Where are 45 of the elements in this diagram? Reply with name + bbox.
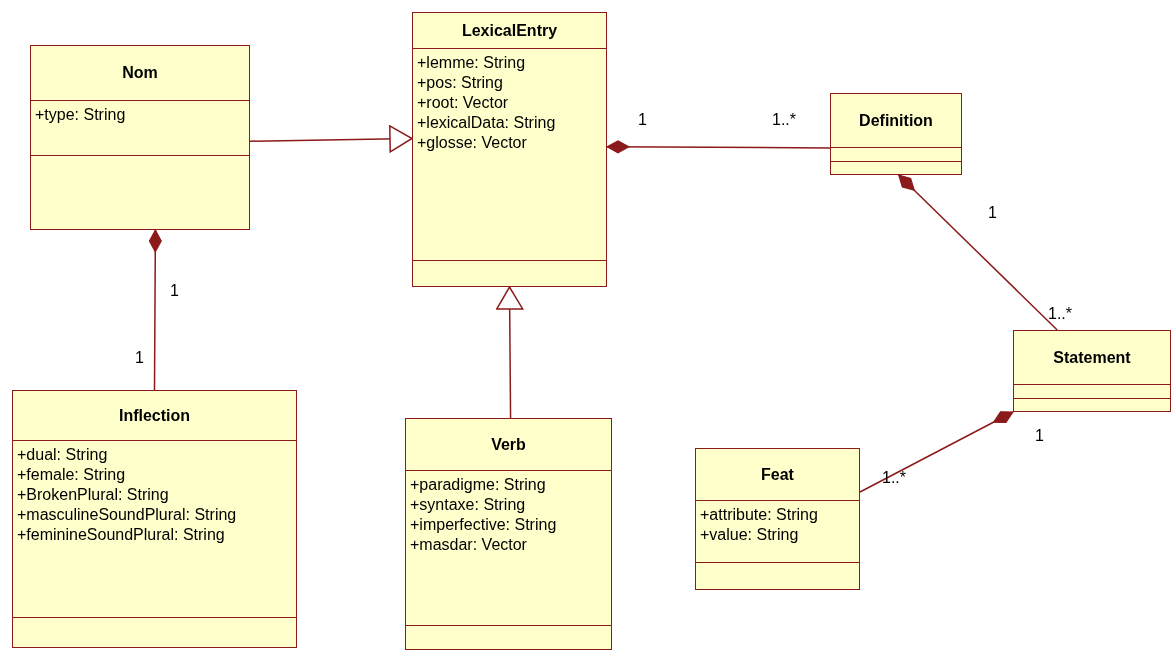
- attribute-text: +attribute: String: [700, 505, 818, 525]
- class-box: [695, 448, 860, 590]
- attribute-text: +syntaxe: String: [410, 495, 526, 515]
- generalization-arrow: [495, 286, 524, 419]
- attribute-text: +root: Vector: [417, 93, 509, 113]
- attribute-text: +lexicalData: String: [417, 113, 556, 133]
- attribute-text: +BrokenPlural: String: [17, 485, 169, 505]
- class-name: Nom: [122, 63, 158, 83]
- attribute-text: +value: String: [700, 525, 799, 545]
- composition-line: [859, 411, 1014, 493]
- composition-line: [606, 140, 831, 154]
- multiplicity-label: 1..*: [1048, 306, 1072, 322]
- class-box: [1013, 330, 1171, 412]
- multiplicity-label: 1: [988, 205, 997, 221]
- class-name: Verb: [491, 434, 526, 455]
- composition-line: [148, 229, 162, 391]
- class-name: Feat: [761, 464, 794, 485]
- attribute-text: +lemme: String: [417, 53, 526, 73]
- attribute-text: +imperfective: String: [410, 515, 557, 535]
- attribute-text: +feminineSoundPlural: String: [17, 525, 225, 545]
- attribute-text: +female: String: [17, 465, 126, 485]
- class-box: [412, 12, 607, 287]
- composition-line: [897, 174, 1058, 331]
- class-name: LexicalEntry: [461, 20, 558, 41]
- multiplicity-label: 1: [1035, 428, 1044, 444]
- class-box: [405, 418, 612, 650]
- multiplicity-label: 1: [638, 112, 647, 128]
- attribute-text: +dual: String: [17, 445, 108, 465]
- multiplicity-label: 1: [170, 283, 179, 299]
- class-box: [830, 93, 962, 175]
- attribute-text: +masdar: Vector: [410, 535, 527, 555]
- class-box: [30, 45, 250, 230]
- multiplicity-label: 1: [135, 350, 144, 366]
- class-name: Inflection: [118, 405, 191, 426]
- multiplicity-label: 1..*: [772, 112, 796, 128]
- class-box: [12, 390, 297, 648]
- attribute-text: +type: String: [35, 105, 126, 125]
- attribute-text: +pos: String: [417, 73, 503, 93]
- attribute-text: +paradigme: String: [410, 475, 546, 495]
- class-name: Statement: [1053, 347, 1131, 368]
- attribute-text: +glosse: Vector: [417, 133, 527, 153]
- attribute-text: +masculineSoundPlural: String: [17, 505, 237, 525]
- generalization-arrow: [249, 125, 413, 153]
- class-name: Definition: [859, 110, 933, 131]
- multiplicity-label: 1..*: [882, 470, 906, 486]
